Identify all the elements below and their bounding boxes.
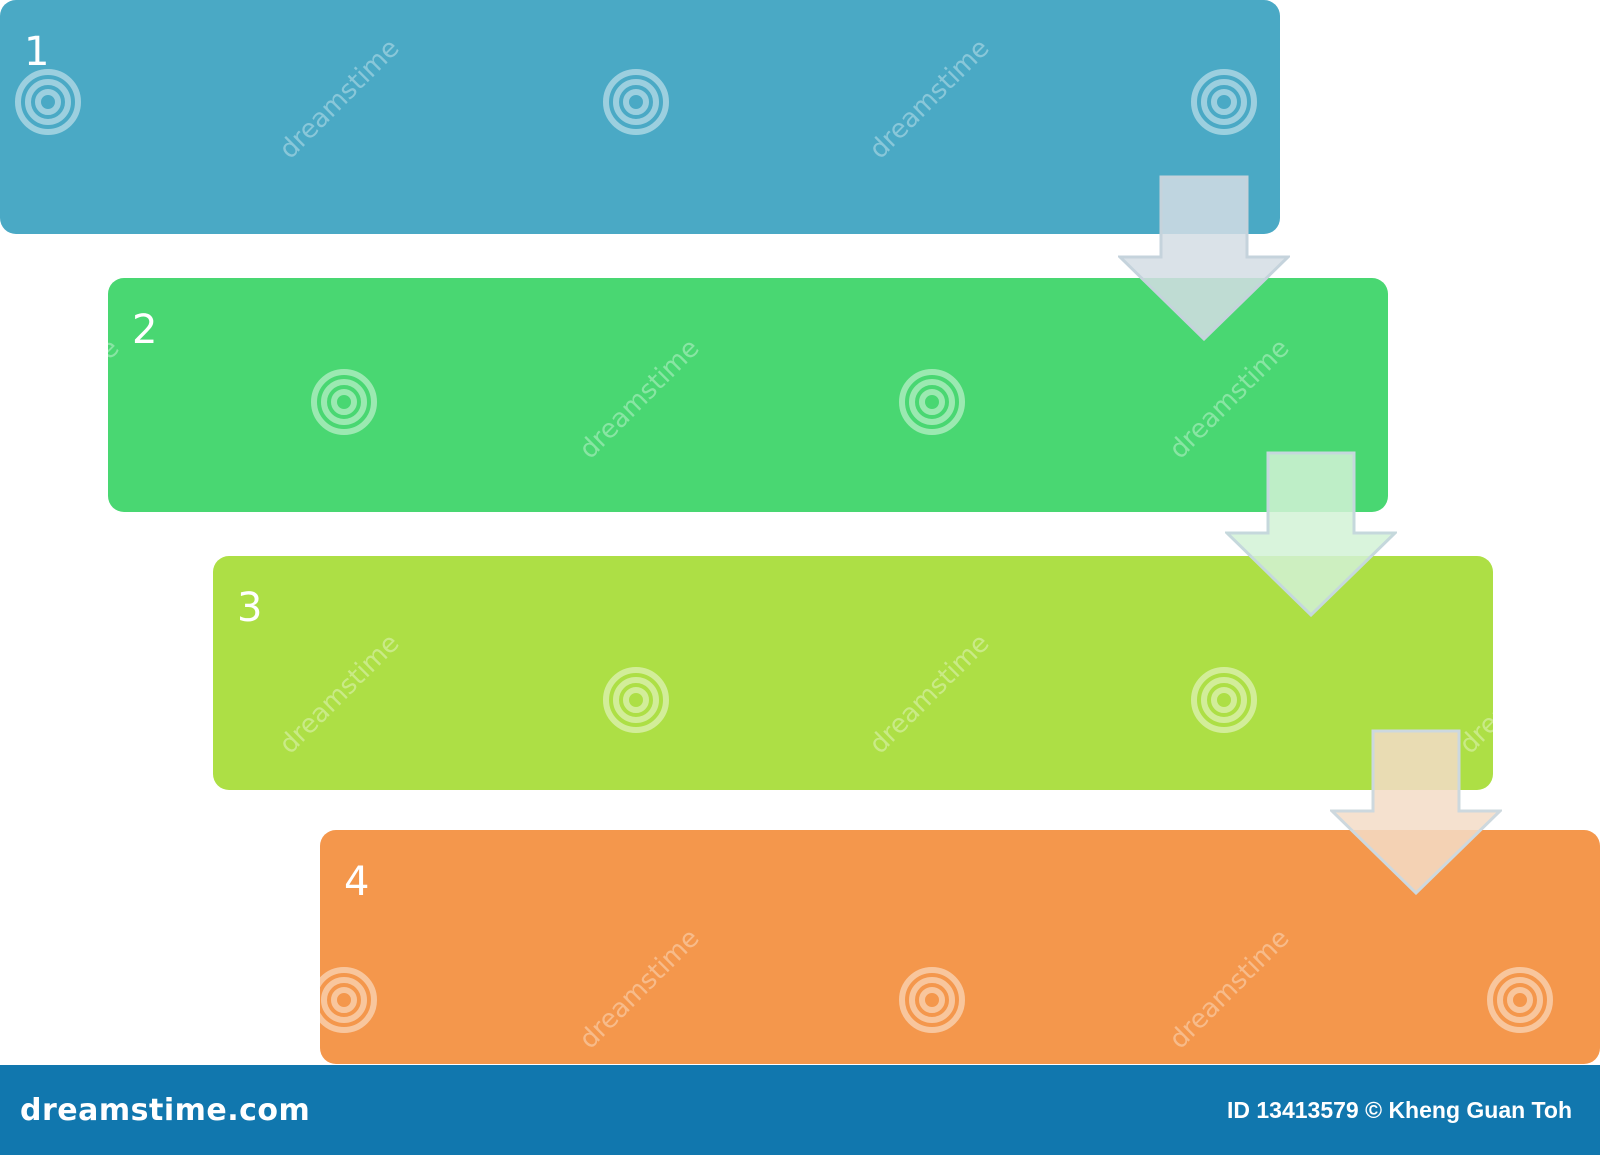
- down-arrow-icon: [1225, 451, 1397, 617]
- step-box-4: 4: [320, 830, 1600, 1064]
- step-box-1: 1: [0, 0, 1280, 234]
- spiral-icon: [1487, 369, 1553, 435]
- footer-bar: dreamstime.com ID 13413579 © Kheng Guan …: [0, 1065, 1600, 1155]
- spiral-icon: [15, 667, 81, 733]
- watermark-text: dreamstime: [0, 923, 125, 1055]
- site-logo: dreamstime.com: [20, 1092, 311, 1128]
- step-number-2: 2: [132, 307, 158, 353]
- step-box-2: 2: [108, 278, 1388, 512]
- watermark-text: dreamstime: [1454, 33, 1586, 165]
- step-number-4: 4: [344, 859, 370, 905]
- down-arrow-icon: [1118, 175, 1290, 341]
- step-box-3: 3: [213, 556, 1493, 790]
- down-arrow-icon: [1330, 729, 1502, 895]
- step-number-1: 1: [24, 29, 50, 75]
- watermark-text: dreamstime: [0, 333, 125, 465]
- image-credit: ID 13413579 © Kheng Guan Toh: [1227, 1096, 1572, 1123]
- step-number-3: 3: [237, 585, 263, 631]
